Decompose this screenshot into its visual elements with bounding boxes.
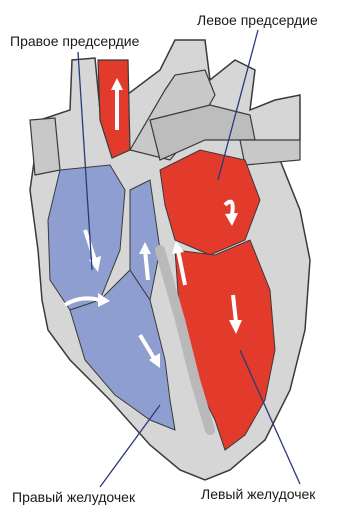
label-left-ventricle: Левый желудочек bbox=[201, 486, 315, 502]
label-left-atrium: Левое предсердие bbox=[197, 12, 318, 28]
label-right-ventricle: Правый желудочек bbox=[12, 489, 135, 505]
right-pulmonary-vein bbox=[240, 140, 300, 165]
superior-vena-cava bbox=[30, 118, 60, 175]
label-right-atrium: Правое предсердие bbox=[10, 33, 139, 49]
left-atrium bbox=[160, 150, 260, 255]
